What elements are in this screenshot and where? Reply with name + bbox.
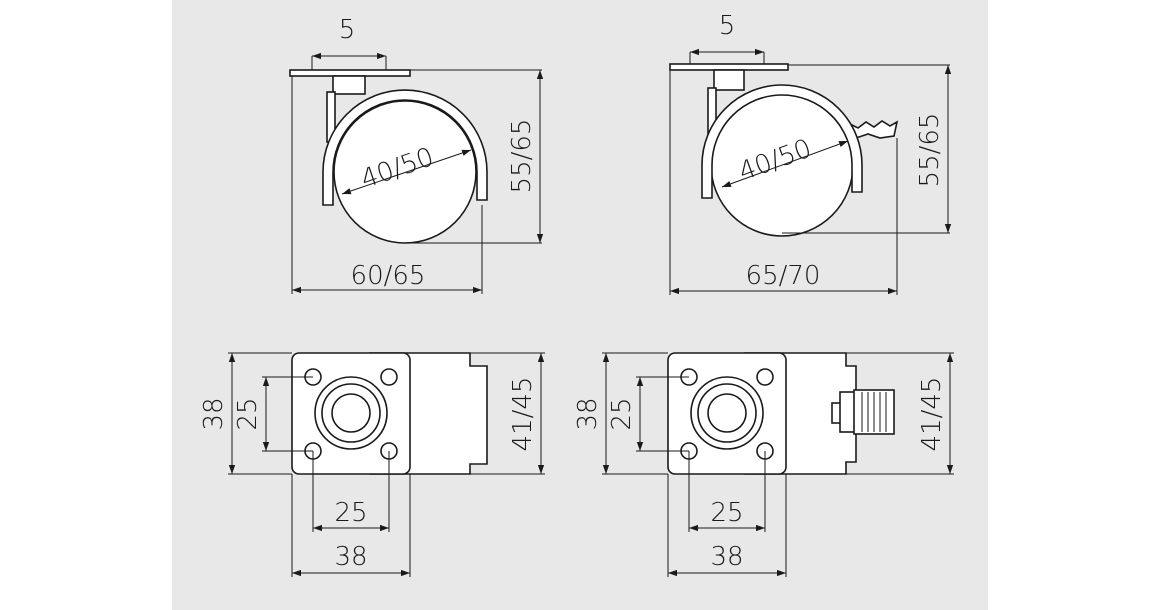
swivel-ring-outer [690, 376, 764, 450]
swivel-ring-inner [707, 393, 747, 433]
side-view-caster-with-brake: 5 40/50 55/65 65/70 [669, 11, 952, 295]
swivel-stem [713, 69, 745, 91]
swivel-stem [332, 75, 366, 95]
dim-label-mount-offset: 5 [719, 11, 736, 41]
top-view-caster-with-brake: 38 25 41/45 25 38 [573, 352, 954, 577]
bolt-hole [380, 368, 398, 386]
dim-label-body-height: 41/45 [917, 377, 947, 452]
swivel-ring-outer [314, 376, 388, 450]
dim-label-height: 55/65 [915, 113, 945, 188]
dim-label-body-height: 41/45 [508, 377, 538, 452]
dim-label-plate-width: 38 [710, 542, 743, 572]
swivel-ring-mid [697, 383, 757, 443]
dim-line-wheel-diameter [341, 149, 472, 195]
wheel-fork [701, 84, 863, 199]
dim-label-hole-spacing-v: 25 [233, 397, 263, 430]
top-view-caster: 38 25 41/45 25 38 [199, 352, 545, 577]
dim-label-width: 60/65 [351, 261, 426, 291]
dim-label-plate-height: 38 [573, 397, 603, 430]
dim-line-wheel-diameter [721, 140, 849, 188]
mount-plate [669, 63, 789, 71]
swivel-ring-mid [321, 383, 381, 443]
side-view-caster: 5 40/50 55/65 60/65 [289, 15, 544, 294]
dim-label-hole-spacing-h: 25 [710, 498, 743, 528]
mount-plate [291, 352, 411, 475]
dim-label-width: 65/70 [746, 261, 821, 291]
dim-label-plate-width: 38 [334, 542, 367, 572]
dim-label-hole-spacing-h: 25 [334, 498, 367, 528]
bolt-hole [756, 368, 774, 386]
dim-label-plate-height: 38 [199, 397, 229, 430]
swivel-ring-inner [331, 393, 371, 433]
mount-plate [667, 352, 787, 475]
drawing-sheet [172, 0, 988, 610]
dim-label-mount-offset: 5 [339, 15, 356, 45]
dim-label-hole-spacing-v: 25 [607, 397, 637, 430]
mount-plate [289, 69, 411, 77]
wheel-fork [322, 89, 488, 206]
dim-label-height: 55/65 [507, 119, 537, 194]
